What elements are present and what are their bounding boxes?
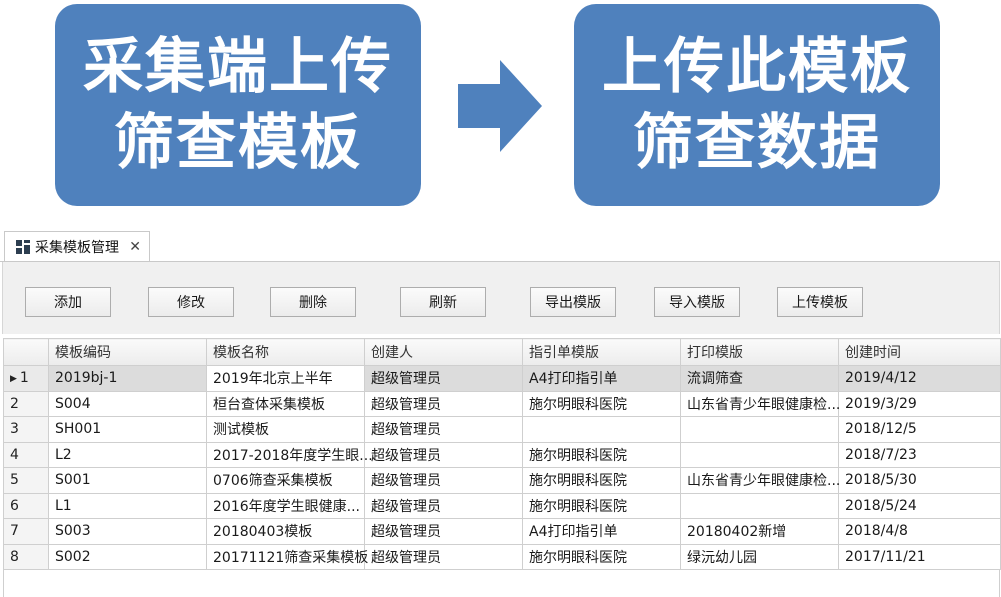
export-template-button[interactable]: 导出模版 [530,287,616,317]
banner-right-line1: 上传此模板 [602,32,912,102]
edit-button[interactable]: 修改 [148,287,234,317]
cell-print[interactable]: 20180402新增 [680,518,839,545]
row-number[interactable]: 8 [3,543,49,570]
cell-print[interactable] [680,416,839,443]
cell-guide[interactable]: 施尔明眼科医院 [522,467,681,494]
table-row[interactable]: 3 SH001 测试模板 超级管理员 2018/12/5 [3,416,1001,443]
cell-creator[interactable]: 超级管理员 [364,365,523,392]
close-icon[interactable]: ✕ [129,238,141,255]
template-table: 模板编码 模板名称 创建人 指引单模版 打印模版 创建时间 ▶1 2019bj-… [3,338,1001,570]
cell-creator[interactable]: 超级管理员 [364,390,523,417]
cell-creator[interactable]: 超级管理员 [364,416,523,443]
cell-code[interactable]: S004 [48,390,207,417]
table-row[interactable]: 2 S004 桓台查体采集模板 超级管理员 施尔明眼科医院 山东省青少年眼健康检… [3,390,1001,417]
cell-date[interactable]: 2017/11/21 [838,543,1001,570]
refresh-button[interactable]: 刷新 [400,287,486,317]
cell-name[interactable]: 桓台查体采集模板 [206,390,365,417]
cell-print[interactable]: 流调筛查 [680,365,839,392]
cell-name[interactable]: 0706筛查采集模板 [206,467,365,494]
row-number[interactable]: 6 [3,492,49,519]
add-button[interactable]: 添加 [25,287,111,317]
cell-guide[interactable]: 施尔明眼科医院 [522,390,681,417]
row-number[interactable]: 5 [3,467,49,494]
cell-print[interactable] [680,441,839,468]
cell-code[interactable]: SH001 [48,416,207,443]
table-header-row: 模板编码 模板名称 创建人 指引单模版 打印模版 创建时间 [3,338,1001,366]
column-header-guide-template[interactable]: 指引单模版 [522,338,681,366]
tab-title: 采集模板管理 [35,239,119,256]
grid-icon [16,239,30,254]
cell-code[interactable]: L1 [48,492,207,519]
import-template-button[interactable]: 导入模版 [654,287,740,317]
banner-box-upload-data: 上传此模板 筛查数据 [574,4,940,206]
cell-guide[interactable]: A4打印指引单 [522,365,681,392]
row-number[interactable]: 4 [3,441,49,468]
row-number[interactable]: 7 [3,518,49,545]
upload-template-button[interactable]: 上传模板 [777,287,863,317]
row-number[interactable]: 3 [3,416,49,443]
toolbar: 添加 修改 删除 刷新 导出模版 导入模版 上传模板 [2,262,1000,334]
cell-name[interactable]: 测试模板 [206,416,365,443]
table-row[interactable]: 6 L1 2016年度学生眼健康... 超级管理员 施尔明眼科医院 2018/5… [3,492,1001,519]
tab-strip: 采集模板管理 ✕ [0,230,1000,262]
cell-print[interactable]: 绿沅幼儿园 [680,543,839,570]
column-header-print-template[interactable]: 打印模版 [680,338,839,366]
cell-code[interactable]: S003 [48,518,207,545]
cell-print[interactable] [680,492,839,519]
cell-name[interactable]: 2019年北京上半年 [206,365,365,392]
table-row[interactable]: 5 S001 0706筛查采集模板 超级管理员 施尔明眼科医院 山东省青少年眼健… [3,467,1001,494]
column-header-created-time[interactable]: 创建时间 [838,338,1001,366]
cell-name[interactable]: 20180403模板 [206,518,365,545]
cell-guide[interactable]: 施尔明眼科医院 [522,441,681,468]
cell-guide[interactable]: 施尔明眼科医院 [522,492,681,519]
cell-name[interactable]: 20171121筛查采集模板 [206,543,368,570]
cell-guide[interactable] [522,416,681,443]
cell-name[interactable]: 2016年度学生眼健康... [206,492,365,519]
cell-creator[interactable]: 超级管理员 [364,518,523,545]
current-row-icon: ▶ [10,374,17,385]
table-empty-area [3,570,1000,597]
right-arrow-icon [458,60,542,152]
row-number[interactable]: 2 [3,390,49,417]
cell-date[interactable]: 2018/12/5 [838,416,1001,443]
cell-date[interactable]: 2018/5/24 [838,492,1001,519]
cell-guide[interactable]: A4打印指引单 [522,518,681,545]
cell-creator[interactable]: 超级管理员 [364,492,523,519]
cell-code[interactable]: S001 [48,467,207,494]
cell-code[interactable]: 2019bj-1 [48,365,207,392]
tab-template-manager[interactable]: 采集模板管理 ✕ [4,231,150,261]
banner-left-line2: 筛查模板 [114,108,362,178]
cell-code[interactable]: S002 [48,543,207,570]
cell-date[interactable]: 2019/4/12 [838,365,1001,392]
table-row[interactable]: 8 S002 20171121筛查采集模板 超级管理员 施尔明眼科医院 绿沅幼儿… [3,543,1001,570]
cell-date[interactable]: 2018/4/8 [838,518,1001,545]
cell-date[interactable]: 2019/3/29 [838,390,1001,417]
cell-date[interactable]: 2018/5/30 [838,467,1001,494]
row-number[interactable]: ▶1 [3,365,49,392]
row-header-corner [3,338,49,366]
banner-box-upload-template: 采集端上传 筛查模板 [55,4,421,206]
cell-code[interactable]: L2 [48,441,207,468]
delete-button[interactable]: 删除 [270,287,356,317]
cell-print[interactable]: 山东省青少年眼健康检... [680,390,840,417]
column-header-creator[interactable]: 创建人 [364,338,523,366]
cell-print[interactable]: 山东省青少年眼健康检... [680,467,840,494]
banner-right-line2: 筛查数据 [633,108,881,178]
column-header-name[interactable]: 模板名称 [206,338,365,366]
cell-creator[interactable]: 超级管理员 [364,441,523,468]
table-row[interactable]: ▶1 2019bj-1 2019年北京上半年 超级管理员 A4打印指引单 流调筛… [3,365,1001,392]
cell-creator[interactable]: 超级管理员 [364,467,523,494]
banner-left-line1: 采集端上传 [83,32,393,102]
cell-creator[interactable]: 超级管理员 [364,543,523,570]
table-row[interactable]: 7 S003 20180403模板 超级管理员 A4打印指引单 20180402… [3,518,1001,545]
cell-guide[interactable]: 施尔明眼科医院 [522,543,681,570]
table-row[interactable]: 4 L2 2017-2018年度学生眼... 超级管理员 施尔明眼科医院 201… [3,441,1001,468]
cell-date[interactable]: 2018/7/23 [838,441,1001,468]
column-header-code[interactable]: 模板编码 [48,338,207,366]
cell-name[interactable]: 2017-2018年度学生眼... [206,441,373,468]
